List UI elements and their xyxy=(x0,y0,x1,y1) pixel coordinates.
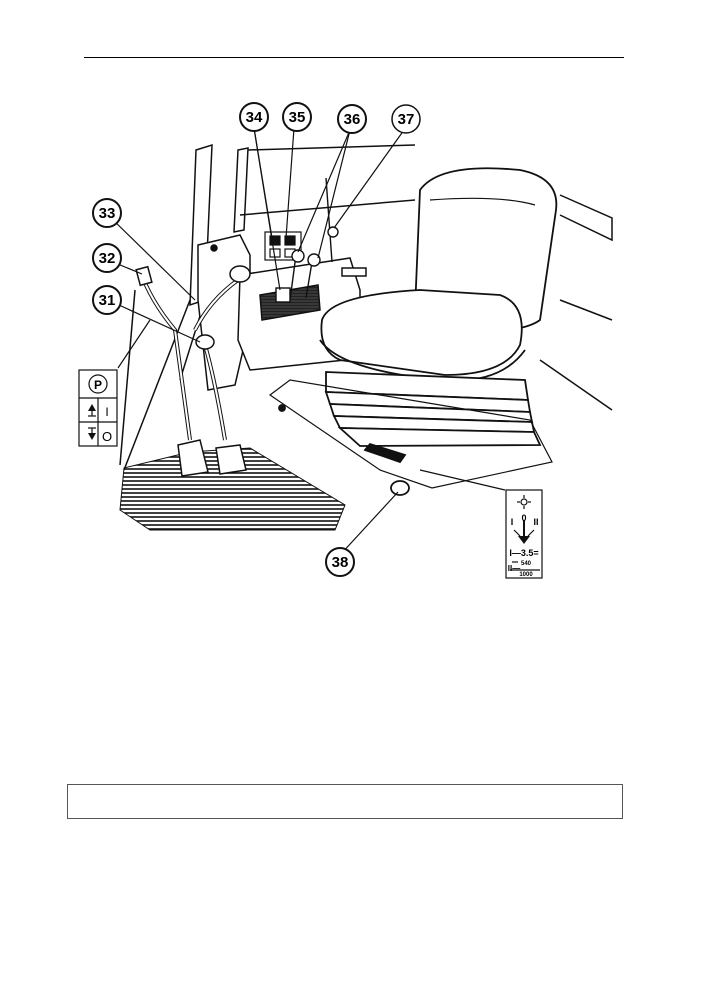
pto-label xyxy=(505,489,543,579)
operator-seat xyxy=(268,167,558,496)
callout-31-label: 31 xyxy=(99,292,116,309)
pto-speed-ii-bottom: 1000 xyxy=(519,572,533,578)
pto-pos-ii: II xyxy=(533,517,538,527)
callout-36-label: 36 xyxy=(344,111,361,128)
parking-release-mark: O xyxy=(102,429,112,444)
parking-engage-mark: I xyxy=(105,405,108,419)
callout-35-label: 35 xyxy=(289,109,306,126)
callout-37-label: 37 xyxy=(398,111,415,128)
caption-box xyxy=(67,784,623,819)
callout-33: 33 xyxy=(92,198,122,228)
parking-brake-label xyxy=(78,369,118,447)
callout-35: 35 xyxy=(282,102,312,132)
callout-33-label: 33 xyxy=(99,205,116,222)
pto-speed-ii-prefix: II— xyxy=(508,564,520,573)
callout-34-label: 34 xyxy=(246,109,263,126)
callout-38: 38 xyxy=(325,547,355,577)
callout-37: 37 xyxy=(391,104,421,134)
callout-36: 36 xyxy=(337,104,367,134)
leader-lines xyxy=(107,127,405,556)
pto-speed-ii-top: 540 xyxy=(521,561,532,567)
pto-neutral: 0 xyxy=(521,513,526,523)
pto-speed-i: I—3.5= xyxy=(509,548,538,558)
callout-31: 31 xyxy=(92,285,122,315)
callout-38-label: 38 xyxy=(332,554,349,571)
pto-pos-i: I xyxy=(511,517,514,527)
callout-32-label: 32 xyxy=(99,250,116,267)
parking-symbol: P xyxy=(94,378,102,392)
header-rule xyxy=(84,57,624,58)
callout-32: 32 xyxy=(92,243,122,273)
hydraulic-levers xyxy=(275,177,339,303)
callout-34: 34 xyxy=(239,102,269,132)
